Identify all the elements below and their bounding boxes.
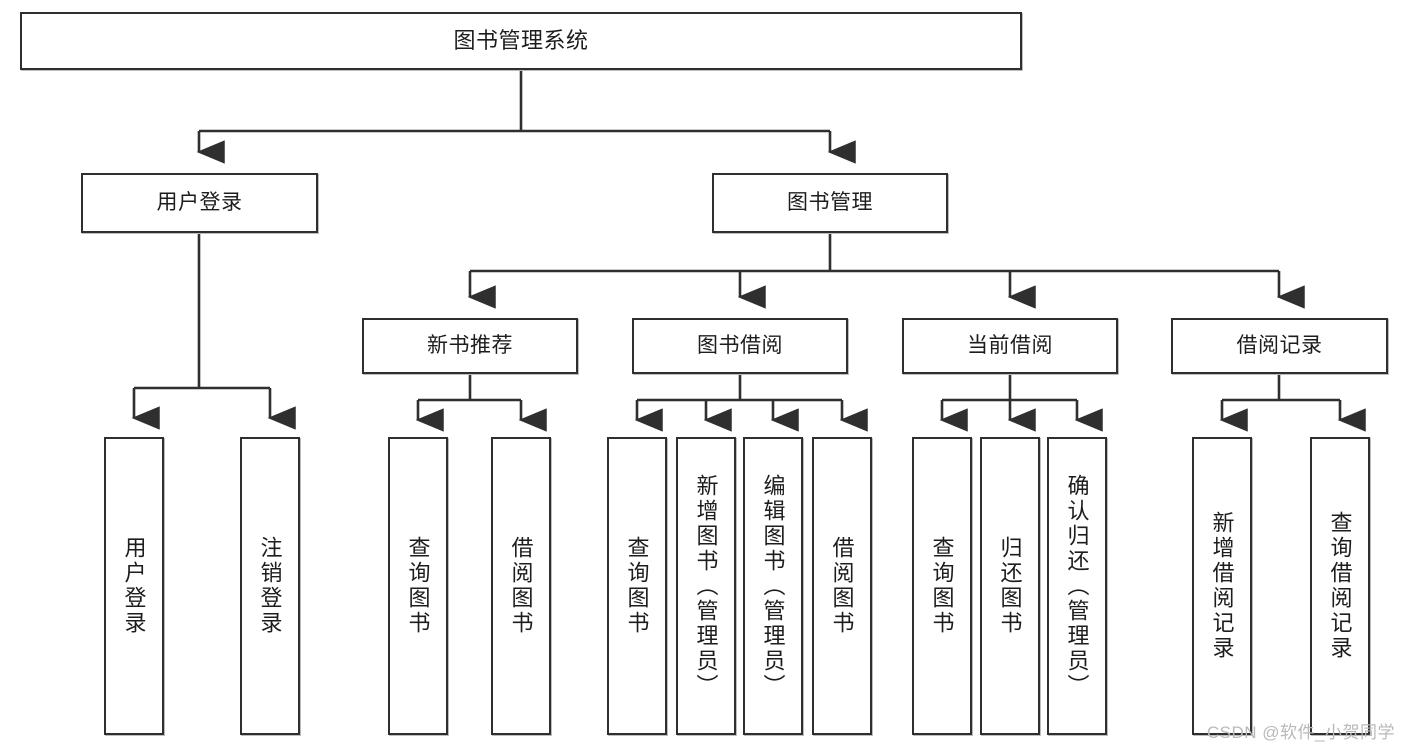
leaf-borrow-add-book-admin[interactable]: 新增图书（管理员） xyxy=(676,437,736,735)
node-label: 借阅图书 xyxy=(508,536,534,636)
node-label: 当前借阅 xyxy=(967,334,1053,358)
leaf-user-login-login[interactable]: 用户登录 xyxy=(104,437,164,735)
node-root-library-management-system[interactable]: 图书管理系统 xyxy=(20,12,1022,70)
leaf-borrow-borrow-book[interactable]: 借阅图书 xyxy=(812,437,872,735)
node-label: 图书借阅 xyxy=(697,334,783,358)
node-label: 查询图书 xyxy=(624,536,650,636)
leaf-recommend-borrow-book[interactable]: 借阅图书 xyxy=(491,437,551,735)
node-label: 编辑图书（管理员） xyxy=(760,473,786,699)
node-new-book-recommendation[interactable]: 新书推荐 xyxy=(362,318,578,374)
node-label: 归还图书 xyxy=(997,536,1023,636)
node-label: 借阅图书 xyxy=(829,536,855,636)
node-user-login[interactable]: 用户登录 xyxy=(81,173,318,233)
node-borrowing-records[interactable]: 借阅记录 xyxy=(1171,318,1388,374)
node-label: 查询图书 xyxy=(405,536,431,636)
node-current-borrowing[interactable]: 当前借阅 xyxy=(902,318,1118,374)
leaf-borrow-edit-book-admin[interactable]: 编辑图书（管理员） xyxy=(743,437,803,735)
csdn-watermark: CSDN @软件_小贺同学 xyxy=(1206,723,1395,742)
node-label: 新增图书（管理员） xyxy=(693,473,719,699)
node-label: 确认归还（管理员） xyxy=(1064,473,1090,699)
node-label: 借阅记录 xyxy=(1236,334,1323,358)
leaf-current-return-book[interactable]: 归还图书 xyxy=(980,437,1040,735)
node-label: 查询图书 xyxy=(929,536,955,636)
node-book-borrowing[interactable]: 图书借阅 xyxy=(632,318,848,374)
leaf-record-add-borrow-record[interactable]: 新增借阅记录 xyxy=(1192,437,1252,735)
node-label: 用户登录 xyxy=(156,191,243,215)
leaf-borrow-query-book[interactable]: 查询图书 xyxy=(607,437,667,735)
node-label: 用户登录 xyxy=(121,536,147,636)
leaf-record-query-borrow-record[interactable]: 查询借阅记录 xyxy=(1310,437,1370,735)
node-label: 注销登录 xyxy=(257,536,283,636)
node-label: 新书推荐 xyxy=(427,334,513,358)
node-label: 图书管理系统 xyxy=(453,27,589,53)
leaf-current-query-book[interactable]: 查询图书 xyxy=(912,437,972,735)
node-label: 查询借阅记录 xyxy=(1327,511,1353,661)
node-label: 新增借阅记录 xyxy=(1209,511,1235,661)
leaf-user-login-logout[interactable]: 注销登录 xyxy=(240,437,300,735)
node-book-management[interactable]: 图书管理 xyxy=(712,173,948,233)
node-label: 图书管理 xyxy=(787,191,873,215)
leaf-current-confirm-return-admin[interactable]: 确认归还（管理员） xyxy=(1047,437,1107,735)
leaf-recommend-query-book[interactable]: 查询图书 xyxy=(388,437,448,735)
